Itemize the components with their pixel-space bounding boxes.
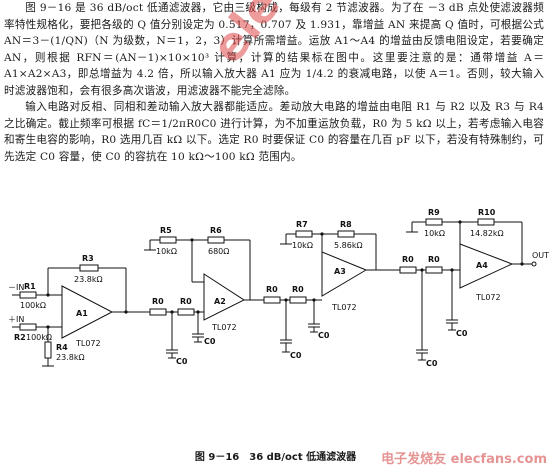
r8-ref: R8 [340, 220, 352, 229]
figure-caption: 图 9－16 36 dB/oct 低通滤波器 [194, 452, 357, 463]
r2-value: 100kΩ [26, 333, 52, 342]
r2-ref: R2 [14, 333, 26, 342]
r1-ref: R1 [24, 282, 36, 291]
r4-ref: R4 [56, 343, 68, 352]
r6-value: 680Ω [208, 247, 229, 256]
opamp-a4 [459, 243, 514, 289]
r0-label-3: R0 [266, 285, 278, 294]
c0-label-5: C0 [426, 359, 438, 368]
paragraph-2: 输入电路对反相、同相和差动输入放大器都能适应。差动放大电路的增益由电阻 R1 与… [4, 101, 544, 163]
a3-part: TL072 [331, 303, 357, 312]
c0-label-4: C0 [318, 331, 330, 340]
r8-value: 5.86kΩ [334, 241, 363, 250]
r0-label-1: R0 [152, 297, 164, 306]
resistor-r0-2 [177, 308, 195, 316]
resistor-r8 [337, 230, 355, 238]
resistor-r9 [425, 218, 443, 226]
a1-ref: A1 [76, 309, 88, 318]
r9-ref: R9 [428, 208, 440, 217]
r5-value: 10kΩ [156, 247, 177, 256]
r0-label-6: R0 [428, 255, 440, 264]
resistor-r10 [477, 218, 495, 226]
output-label: OUT [532, 251, 549, 260]
a1-part: TL072 [75, 339, 101, 348]
output-terminal [531, 261, 537, 267]
article-text: 图 9－16 是 36 dB/oct 低通滤波器，它由三级构成，每级有 2 节滤… [4, 0, 544, 165]
r10-ref: R10 [478, 208, 496, 217]
paragraph-1: 图 9－16 是 36 dB/oct 低通滤波器，它由三级构成，每级有 2 节滤… [4, 2, 544, 97]
resistor-r7 [295, 230, 313, 238]
plus-in-label: ＋IN [8, 315, 24, 324]
watermark-corner: 电子发烧友 elecfans.com [381, 452, 547, 467]
resistor-r2 [19, 323, 37, 331]
a2-part: TL072 [211, 323, 237, 332]
resistor-r0-5 [399, 266, 417, 274]
opamp-a3 [321, 251, 368, 297]
r6-ref: R6 [210, 226, 222, 235]
resistor-r3 [79, 264, 99, 272]
r5-ref: R5 [160, 226, 172, 235]
c0-label-2: C0 [204, 337, 216, 346]
r9-value: 10kΩ [424, 229, 445, 238]
resistor-r1 [19, 291, 37, 299]
r0-label-2: R0 [180, 297, 192, 306]
r0-label-4: R0 [292, 285, 304, 294]
a3-ref: A3 [334, 267, 346, 276]
resistor-r6 [207, 236, 225, 244]
a4-ref: A4 [476, 261, 488, 270]
c0-label-1: C0 [176, 357, 188, 366]
opamp-a2 [203, 273, 246, 321]
r1-value: 100kΩ [20, 301, 46, 310]
r7-ref: R7 [296, 220, 308, 229]
r7-value: 10kΩ [292, 241, 313, 250]
a2-ref: A2 [214, 297, 226, 306]
r0-label-5: R0 [402, 255, 414, 264]
minus-in-label: －IN [8, 283, 24, 292]
resistor-r5 [159, 236, 177, 244]
r10-value: 14.82kΩ [470, 229, 504, 238]
c0-label-6: C0 [456, 329, 468, 338]
resistor-r4 [44, 341, 52, 359]
circuit-diagram: －IN ＋IN OUT R1 100kΩ R2 100kΩ R3 23.8kΩ … [8, 208, 549, 368]
resistor-r0-1 [149, 308, 167, 316]
r4-value: 23.8kΩ [56, 353, 85, 362]
resistor-r0-3 [263, 296, 281, 304]
opamp-a1 [61, 285, 114, 339]
r3-value: 23.8kΩ [74, 275, 103, 284]
a4-part: TL072 [475, 293, 501, 302]
c0-label-3: C0 [290, 351, 302, 360]
r3-ref: R3 [82, 254, 94, 263]
resistor-r0-6 [425, 266, 443, 274]
resistor-r0-4 [289, 296, 307, 304]
